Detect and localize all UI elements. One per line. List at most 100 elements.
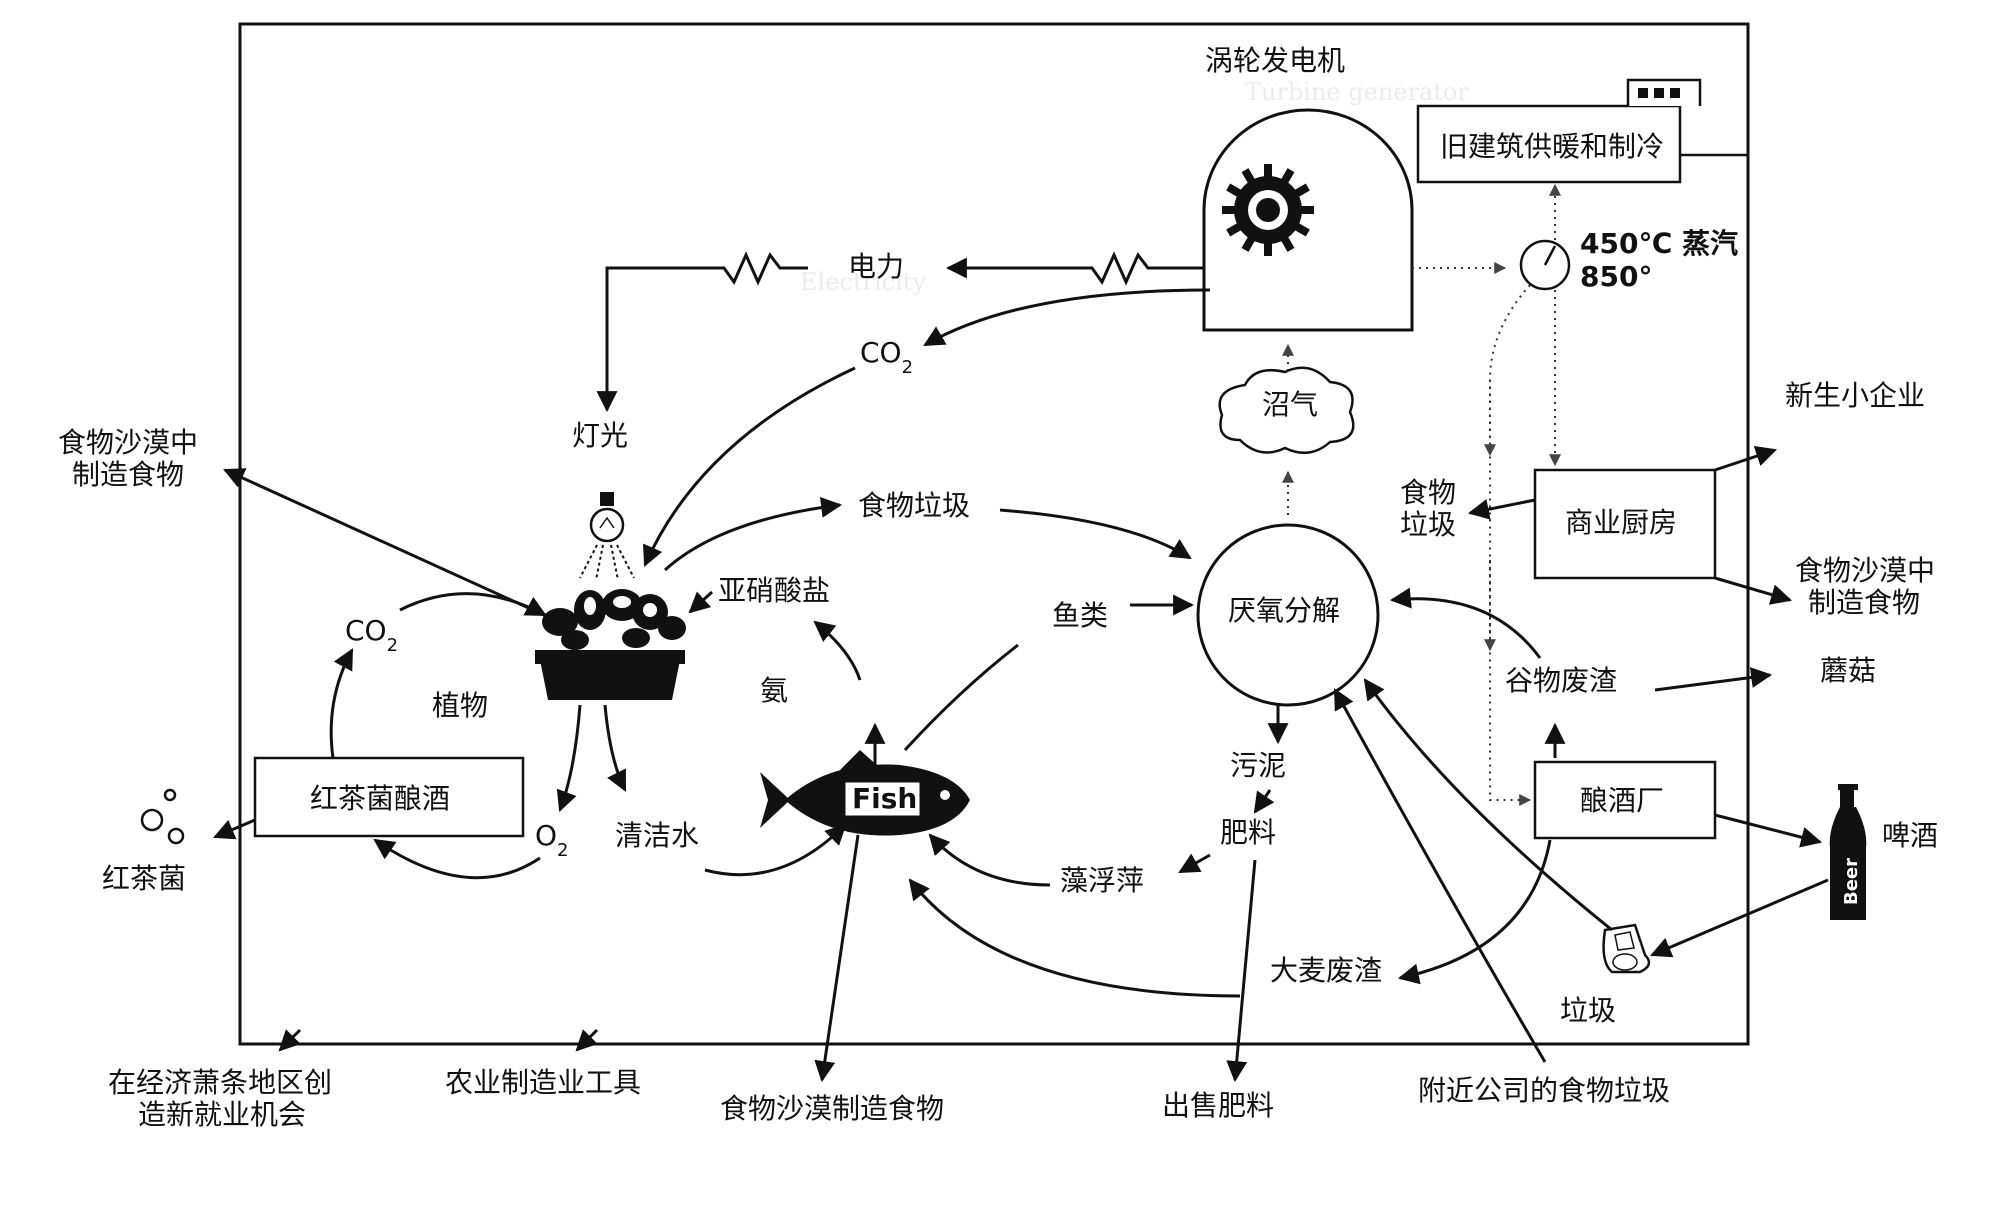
kitchen-to-new-business-edge — [1714, 446, 1777, 472]
co2-left-label: CO2 — [345, 614, 398, 656]
fertilizer-label: 肥料 — [1220, 816, 1276, 849]
light-label: 灯光 — [572, 419, 628, 452]
food-waste-to-plants-edge — [663, 496, 843, 572]
kitchen-to-food-waste-edge — [1467, 498, 1536, 520]
system-frame — [238, 22, 1750, 1046]
fish-to-fish-category-edge — [903, 643, 1019, 752]
anaerobic-digester — [1196, 523, 1380, 707]
brewery-label: 酿酒厂 — [1580, 784, 1664, 817]
fish-to-food-desert-bottom-edge — [814, 834, 860, 1083]
kombucha-to-kombucha-edge — [213, 818, 256, 840]
electricity-label: 电力 — [848, 250, 904, 283]
nitrate-to-plants-edge — [688, 590, 714, 614]
thermo-to-brewery-dots — [1489, 284, 1532, 806]
co2-to-plants-left-edge — [399, 592, 547, 617]
sludge-to-fertilizer-edge — [1253, 789, 1275, 814]
turbine-to-co2-edge — [923, 288, 1211, 347]
biogas-label: 沼气 — [1262, 388, 1318, 421]
nitrate-label: 亚硝酸盐 — [718, 574, 830, 607]
beer-bottle-text: Beer — [1841, 858, 1862, 905]
new-business-label: 新生小企业 — [1785, 379, 1925, 412]
plants-to-clean-water-edge — [603, 704, 627, 792]
kombucha-to-co2-edge — [329, 648, 354, 759]
anaerobic-label: 厌氧分解 — [1228, 594, 1340, 627]
nearby-food-waste-label: 附近公司的食物垃圾 — [1418, 1074, 1670, 1107]
plants-to-o2-edge — [556, 704, 582, 812]
kombucha-brew-label: 红茶菌酿酒 — [310, 782, 450, 815]
mushroom-label: 蘑菇 — [1820, 654, 1876, 687]
trash-icon — [1602, 923, 1651, 974]
fertilizer-to-duckweed-edge — [1178, 853, 1211, 874]
frame-to-jobs-edge — [278, 1028, 302, 1052]
turbine-label: 涡轮发电机 — [1205, 44, 1345, 77]
thermometer-icon — [1519, 239, 1571, 291]
fish-category-label: 鱼类 — [1052, 599, 1108, 632]
bubbles-icon — [140, 788, 185, 845]
electricity-en-label: Electricity — [800, 268, 926, 296]
co2-to-plants-edge — [643, 366, 856, 567]
beer-to-trash-edge — [1650, 878, 1829, 958]
frame-to-farm-tools-edge — [575, 1028, 599, 1052]
duckweed-label: 藻浮萍 — [1060, 864, 1144, 897]
steam-temp2-label: 850° — [1580, 260, 1652, 293]
co2-top-label: CO2 — [860, 336, 913, 378]
nearby-waste-to-digester-edge — [1333, 688, 1547, 1063]
plant-pot-icon — [535, 589, 686, 700]
old-building-label: 旧建筑供暖和制冷 — [1440, 130, 1664, 163]
kombucha-brew-box — [253, 756, 525, 838]
brewery-to-barley-edge — [1397, 839, 1552, 985]
food-desert-left-line1: 食物沙漠中 — [58, 426, 198, 459]
steam-label: 450℃ 蒸汽 — [1580, 227, 1738, 260]
kitchen-to-food-desert-right-edge — [1714, 576, 1793, 605]
food-desert-bottom-label: 食物沙漠制造食物 — [720, 1092, 944, 1125]
turbine-icon — [1202, 108, 1414, 332]
commercial-kitchen-box — [1533, 468, 1717, 580]
sludge-label: 污泥 — [1230, 749, 1286, 782]
kombucha-label: 红茶菌 — [102, 862, 186, 895]
food-desert-left-line2: 制造食物 — [72, 458, 184, 491]
clean-water-to-fish-edge — [704, 823, 847, 877]
commercial-kitchen-label: 商业厨房 — [1565, 506, 1677, 539]
o2-to-kombucha-edge — [373, 838, 541, 880]
food-waste-mid-label: 食物垃圾 — [858, 489, 970, 522]
beer-bottle-icon — [1829, 784, 1867, 920]
fish-text: Fish — [852, 782, 917, 815]
sell-fertilizer-label: 出售肥料 — [1162, 1089, 1274, 1122]
food-waste-right-line1: 食物 — [1400, 476, 1456, 509]
beer-label: 啤酒 — [1882, 819, 1938, 852]
grain-waste-to-digester-edge — [1389, 587, 1542, 659]
grain-waste-label: 谷物废渣 — [1505, 664, 1617, 697]
fertilizer-to-sell-edge — [1226, 859, 1257, 1083]
grain-waste-to-mushroom-edge — [1654, 667, 1773, 692]
fish-icon — [760, 722, 970, 836]
plants-label: 植物 — [432, 689, 488, 722]
trash-label: 垃圾 — [1560, 994, 1616, 1027]
barley-waste-label: 大麦废渣 — [1270, 954, 1382, 987]
fish-to-ammonia-edge — [813, 620, 862, 681]
jobs-line2: 造新就业机会 — [138, 1098, 306, 1131]
food-waste-right-line2: 垃圾 — [1400, 508, 1456, 541]
turbine-en-label: Turbine generator — [1245, 78, 1469, 106]
electricity-line-right — [945, 251, 1204, 286]
clean-water-label: 清洁水 — [615, 819, 699, 852]
trash-to-digester-edge — [1363, 678, 1613, 932]
plants-to-food-desert-left-edge — [223, 468, 556, 622]
jobs-line1: 在经济萧条地区创 — [108, 1066, 332, 1099]
turbine-rotor-icon — [1222, 164, 1314, 256]
o2-label: O2 — [535, 819, 569, 861]
duckweed-to-fish-edge — [928, 833, 1051, 887]
ammonia-label: 氨 — [760, 674, 788, 707]
food-waste-to-digester-edge — [999, 508, 1192, 560]
brewery-box — [1533, 760, 1717, 840]
electricity-line-left — [596, 251, 808, 413]
cloud-icon — [1218, 366, 1355, 455]
barley-to-fish-edge — [908, 878, 1241, 998]
farm-tools-label: 农业制造业工具 — [445, 1066, 641, 1099]
chimney-icon — [1626, 78, 1702, 106]
food-desert-right-line1: 食物沙漠中 — [1795, 554, 1935, 587]
food-desert-right-line2: 制造食物 — [1808, 586, 1920, 619]
old-building-box — [1416, 104, 1682, 184]
bulb-icon — [579, 492, 635, 581]
brewery-to-beer-edge — [1714, 813, 1823, 848]
